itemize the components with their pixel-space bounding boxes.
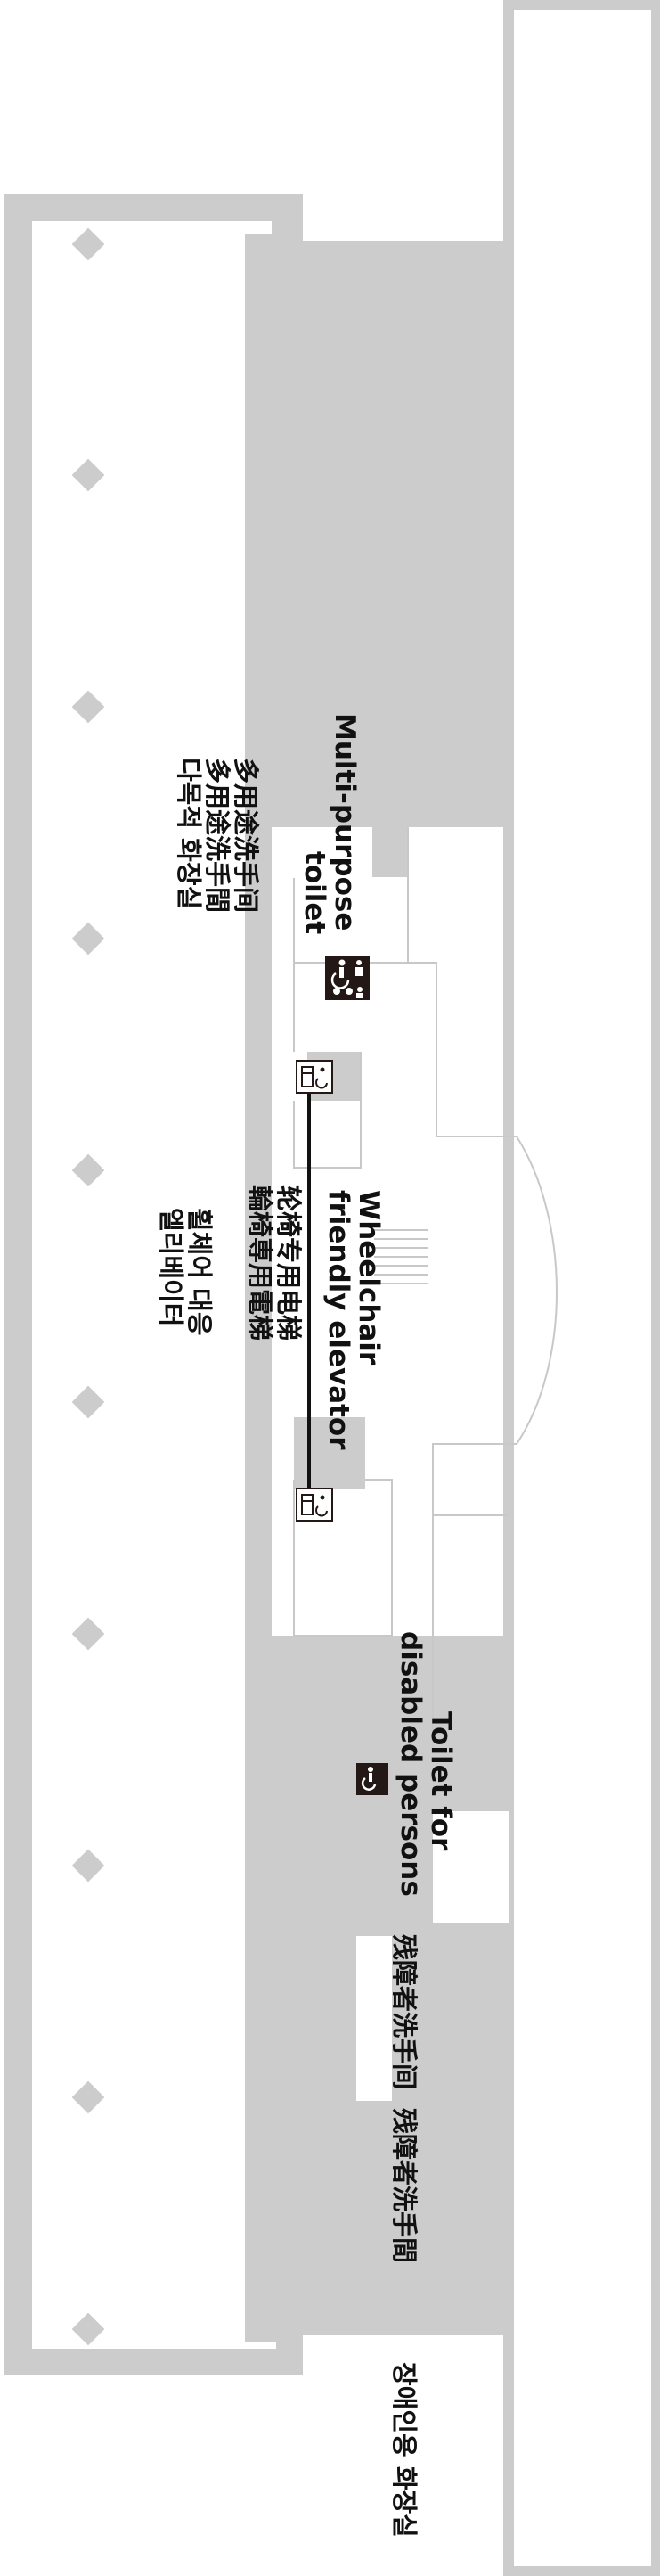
toilet-room xyxy=(356,1936,392,2101)
pillar-2 xyxy=(71,458,105,492)
wheelchair-icon xyxy=(330,959,350,989)
elevator-en-label: Wheelchair friendly elevator xyxy=(322,1190,385,1450)
pillar-1 xyxy=(71,227,105,261)
curved-wall xyxy=(407,827,558,1752)
elevator-en-line2: friendly elevator xyxy=(322,1190,354,1450)
hall-lines xyxy=(374,1229,428,1284)
elevator-shaft-1 xyxy=(294,1417,365,1489)
multi-purpose-en-line1: Multi-purpose xyxy=(329,713,361,931)
pillar-3 xyxy=(71,690,105,724)
right-wall xyxy=(503,0,660,2576)
room-outline-3 xyxy=(293,1479,393,1637)
elevator-zh-label: 轮椅专用电梯 輪椅専用電梯 xyxy=(245,1185,304,1341)
multi-purpose-en-line2: toilet xyxy=(298,851,330,935)
pillar-9 xyxy=(71,2080,105,2114)
room-outline-2 xyxy=(293,963,362,1169)
elevator-ko-line2: 엘리베이터 xyxy=(156,1208,186,1327)
corridor-block-top xyxy=(272,241,509,827)
elevator-ko-label: 휠체어 대응 엘리베이터 xyxy=(156,1208,215,1336)
elevator-wheelchair-icon xyxy=(296,1060,333,1094)
interior-outlines xyxy=(293,827,558,1752)
elevator-ko-line1: 휠체어 대응 xyxy=(184,1208,215,1336)
elevator-en-line1: Wheelchair xyxy=(353,1190,385,1366)
multi-purpose-en-label: Multi-purpose toilet xyxy=(298,713,361,935)
multi-purpose-zh-tw: 多用途洗手間 xyxy=(202,758,232,914)
corridor-notch xyxy=(372,827,408,877)
multi-purpose-sign xyxy=(325,956,370,1000)
disabled-toilet-zh-cn: 残障者洗手间 xyxy=(389,1934,420,2090)
disabled-toilet-en-line2: disabled persons xyxy=(395,1631,427,1897)
disabled-toilet-zh-tw-label: 残障者洗手間 xyxy=(389,2108,420,2264)
ostomate-icon xyxy=(333,987,363,998)
disabled-toilet-zh-cn-label: 残障者洗手间 xyxy=(389,1934,420,2090)
elevator-zh-tw: 輪椅専用電梯 xyxy=(245,1185,275,1341)
multi-purpose-zh-cn: 多用途洗手间 xyxy=(231,758,261,914)
pillar-5 xyxy=(71,1153,105,1187)
multi-purpose-zh-label: 多用途洗手间 多用途洗手間 다목적 화장실 xyxy=(174,758,261,914)
elevator-wheelchair-icon-lower xyxy=(296,1488,333,1522)
pillar-8 xyxy=(71,1849,105,1883)
toilet-room-2 xyxy=(433,1811,509,1923)
disabled-toilet-en-label: Toilet for disabled persons xyxy=(395,1631,457,1897)
multi-purpose-ko: 다목적 화장실 xyxy=(174,758,204,910)
disabled-toilet-ko-label: 장애인용 화장실 xyxy=(389,2362,420,2538)
disabled-toilet-en-line1: Toilet for xyxy=(425,1711,457,1851)
baby-changing-icon xyxy=(355,960,363,976)
pillar-6 xyxy=(71,1385,105,1419)
pillars xyxy=(71,227,105,2346)
elevator-zh-cn: 轮椅专用电梯 xyxy=(273,1185,304,1341)
pillar-grey xyxy=(433,1752,509,1811)
disabled-toilet-ko: 장애인용 화장실 xyxy=(389,2362,420,2538)
pillar-7 xyxy=(71,1617,105,1651)
disabled-toilet-sign xyxy=(356,1763,388,1795)
disabled-toilet-zh-tw: 残障者洗手間 xyxy=(389,2108,420,2264)
pillar-10 xyxy=(71,2312,105,2346)
pillar-4 xyxy=(71,922,105,956)
